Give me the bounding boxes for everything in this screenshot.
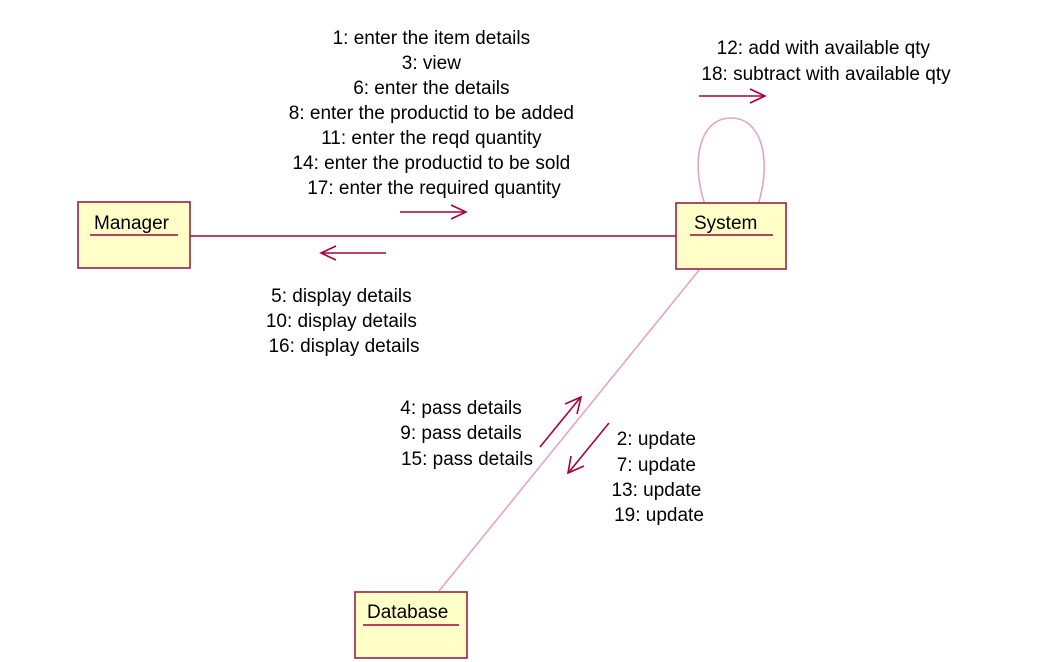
object-system[interactable]: System: [675, 202, 787, 270]
arrow-system-self: [699, 88, 767, 104]
message-label: 12: add with available qty: [717, 38, 931, 59]
object-database[interactable]: Database: [354, 591, 468, 659]
message-labels-system-to-database: 2: update 7: update 13: update 19: updat…: [611, 429, 706, 526]
arrow-database-to-system: [539, 395, 583, 448]
message-label: 8: enter the productid to be added: [289, 103, 574, 124]
message-label: 4: pass details: [400, 398, 521, 419]
self-link-system: [697, 117, 765, 206]
object-manager[interactable]: Manager: [77, 201, 191, 269]
message-label: 2: update: [617, 429, 696, 450]
arrow-system-to-database: [566, 422, 610, 475]
message-label: 9: pass details: [400, 423, 521, 444]
message-label: 6: enter the details: [353, 78, 509, 99]
message-label: 15: pass details: [401, 449, 533, 470]
message-labels-system-to-manager: 5: display details 10: display details 1…: [266, 286, 422, 357]
object-system-label: System: [694, 213, 757, 234]
message-label: 11: enter the reqd quantity: [321, 128, 542, 149]
message-label: 13: update: [611, 480, 701, 501]
arrow-system-to-manager: [319, 245, 386, 261]
message-label: 16: display details: [268, 336, 419, 357]
message-label: 17: enter the required quantity: [307, 178, 561, 199]
message-label: 10: display details: [266, 311, 417, 332]
object-manager-label: Manager: [94, 213, 170, 234]
message-labels-system-self: 12: add with available qty 18: subtract …: [701, 38, 951, 85]
link-system-database: [438, 268, 701, 592]
arrow-manager-to-system: [400, 204, 468, 220]
message-label: 7: update: [617, 455, 696, 476]
message-label: 5: display details: [271, 286, 411, 307]
object-database-label: Database: [367, 602, 448, 623]
message-label: 19: update: [614, 505, 704, 526]
message-label: 18: subtract with available qty: [701, 64, 951, 85]
message-labels-database-to-system: 4: pass details 9: pass details 15: pass…: [400, 398, 533, 470]
message-labels-manager-to-system: 1: enter the item details 3: view 6: ent…: [289, 28, 580, 199]
message-label: 1: enter the item details: [333, 28, 531, 49]
message-label: 3: view: [402, 53, 461, 74]
message-label: 14: enter the productid to be sold: [292, 153, 570, 174]
